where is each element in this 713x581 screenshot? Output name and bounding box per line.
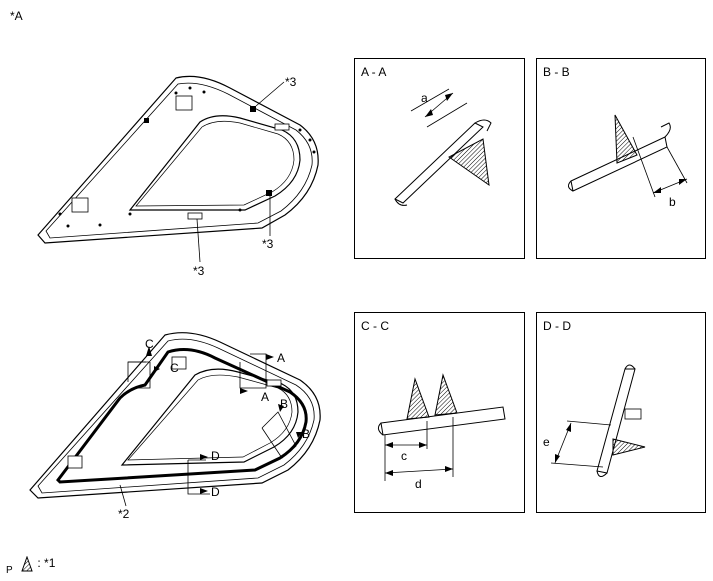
figure-label: *A	[10, 9, 23, 23]
section-drawing	[377, 373, 506, 481]
section-marker-d: D	[211, 485, 220, 499]
section-marker-c: C	[145, 337, 154, 351]
section-marker-c: C	[170, 361, 179, 375]
section-panel-d-d: D - D e	[536, 312, 706, 513]
glass-outline-top	[37, 75, 319, 244]
adhesive-section	[612, 438, 646, 456]
panel-title: A - A	[361, 65, 387, 79]
section-drawing	[550, 364, 646, 477]
panel-title: B - B	[543, 65, 570, 79]
section-marker-a: A	[277, 351, 286, 365]
section-panel-a-a: A - A a	[354, 58, 525, 259]
section-drawing	[394, 88, 492, 206]
adhesive-symbol-icon	[21, 555, 33, 572]
adhesive-section	[614, 114, 638, 164]
adhesive-section	[406, 377, 430, 420]
dimension-label-b: b	[669, 195, 676, 209]
section-marker-d: D	[211, 449, 220, 463]
section-panel-c-c: C - C c d	[354, 312, 525, 513]
dimension-label-c: c	[401, 449, 407, 463]
dimension-label-d: d	[415, 477, 422, 491]
window-opening-top	[128, 115, 301, 211]
legend: P : *1	[6, 555, 56, 576]
section-marker-a: A	[261, 390, 270, 404]
panel-title: C - C	[361, 319, 389, 333]
glass-inner-edge-top	[45, 82, 313, 239]
callout-label: *3	[262, 237, 274, 251]
legend-prefix: P	[6, 565, 13, 577]
section-marker-b: B	[302, 427, 311, 441]
legend-text: : *1	[37, 556, 56, 571]
callout-label: *3	[193, 264, 205, 278]
adhesive-section	[448, 138, 490, 187]
callout-label: *3	[285, 75, 297, 89]
dimension-label-e: e	[543, 435, 550, 449]
section-marker-b: B	[280, 397, 289, 411]
dimension-label-a: a	[421, 91, 428, 105]
section-panel-b-b: B - B b	[536, 58, 706, 259]
adhesive-section	[434, 373, 458, 416]
section-drawing	[567, 114, 688, 198]
adhesive-bead	[56, 348, 308, 484]
panel-title: D - D	[543, 319, 571, 333]
callout-label: *2	[118, 507, 130, 521]
